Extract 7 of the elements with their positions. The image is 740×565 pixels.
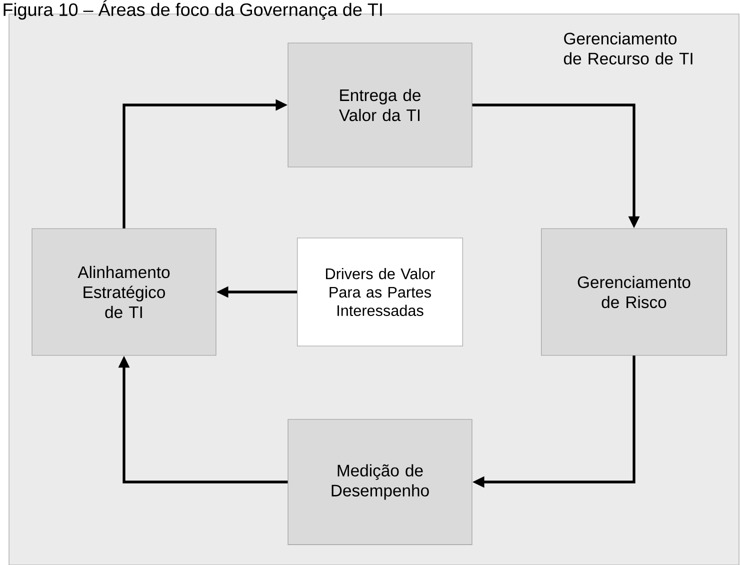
area-box: Alinhamento Estratégico de TI <box>32 228 216 356</box>
figure-title: Figura 10 – Áreas de foco da Governança de TI <box>4 0 382 20</box>
area-box: Medição de Desempenho <box>288 419 472 545</box>
area-box: Gerenciamento de Risco <box>541 228 727 356</box>
area-box: Entrega de Valor da TI <box>288 42 472 168</box>
area-label: Gerenciamento de Recurso de TI <box>564 32 692 65</box>
driver-box: Drivers de Valor Para as Partes Interessadas <box>297 238 463 346</box>
